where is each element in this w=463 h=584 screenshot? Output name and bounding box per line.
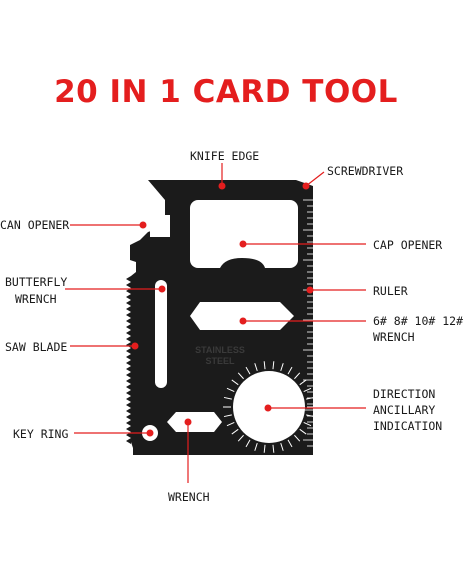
- dial-tick: [237, 434, 244, 442]
- dial-tick: [254, 363, 258, 372]
- dial-tick: [263, 361, 266, 370]
- dial-tick: [299, 428, 307, 435]
- dial-tick: [303, 387, 312, 393]
- callout-dot-screwdriver: [302, 182, 310, 190]
- dial-tick: [231, 428, 239, 435]
- label-hex-wrench-2: WRENCH: [373, 330, 415, 344]
- dial-tick: [223, 414, 232, 418]
- label-butterfly-wrench-2: WRENCH: [15, 292, 57, 306]
- label-ruler: RULER: [373, 284, 408, 298]
- can-opener-notch: [150, 215, 170, 237]
- dial-tick: [226, 387, 235, 393]
- label-can-opener: CAN OPENER: [0, 218, 70, 232]
- callout-dot-cap-opener: [239, 240, 247, 248]
- dial-tick: [272, 444, 275, 453]
- wrench-cutout: [167, 412, 222, 432]
- callout-dot-butterfly-wrench: [158, 285, 166, 293]
- ruler-ticks: [303, 199, 313, 447]
- page-title: 20 IN 1 CARD TOOL: [54, 74, 398, 110]
- dial-tick: [303, 421, 312, 427]
- callout-dot-saw-blade: [131, 342, 139, 350]
- label-hex-wrench-1: 6# 8# 10# 12#: [373, 314, 463, 328]
- label-direction-1: DIRECTION: [373, 387, 436, 401]
- dial-tick: [237, 372, 244, 380]
- callout-dot-hex-wrench: [239, 317, 247, 325]
- cap-opener-notch: [220, 258, 265, 268]
- label-saw-blade: SAW BLADE: [5, 340, 68, 354]
- label-butterfly-wrench-1: BUTTERFLY: [5, 275, 68, 289]
- dial-tick: [245, 366, 251, 375]
- dial-tick: [294, 372, 301, 380]
- saw-blade-teeth: [126, 276, 131, 444]
- dial-tick: [226, 421, 235, 427]
- callout-dot-knife-edge: [218, 182, 226, 190]
- card-text-stainless: STAINLESS: [195, 345, 245, 355]
- hex-wrench-cutout: [190, 302, 294, 330]
- card-tool-diagram: STAINLESS STEEL: [65, 163, 366, 483]
- dial-tick: [231, 379, 239, 386]
- dial-tick: [254, 442, 258, 451]
- dial-tick: [223, 396, 232, 400]
- dial-tick: [294, 434, 301, 442]
- dial-tick: [280, 442, 284, 451]
- dial-tick: [263, 444, 266, 453]
- card-tool: STAINLESS STEEL: [126, 180, 315, 455]
- butterfly-wrench-slot: [155, 280, 167, 388]
- callout-lines: [65, 163, 366, 483]
- label-direction-2: ANCILLARY: [373, 403, 436, 417]
- cap-opener-cutout: [190, 200, 298, 268]
- label-screwdriver: SCREWDRIVER: [327, 164, 404, 178]
- callout-dot-can-opener: [139, 221, 147, 229]
- callout-dot-ruler: [306, 286, 314, 294]
- label-key-ring: KEY RING: [13, 427, 69, 441]
- callout-dot-wrench: [184, 418, 192, 426]
- direction-dial-ticks: [223, 361, 315, 453]
- dial-tick: [287, 439, 293, 448]
- callout-dot-direction: [264, 404, 272, 412]
- card-text-steel: STEEL: [205, 356, 235, 366]
- label-cap-opener: CAP OPENER: [373, 238, 443, 252]
- dial-tick: [272, 361, 275, 370]
- dial-tick: [280, 363, 284, 372]
- label-wrench: WRENCH: [168, 490, 210, 504]
- dial-tick: [245, 439, 251, 448]
- dial-tick: [299, 379, 307, 386]
- label-knife-edge: KNIFE EDGE: [190, 149, 260, 163]
- label-direction-3: INDICATION: [373, 419, 443, 433]
- dial-tick: [287, 366, 293, 375]
- callout-line-screwdriver: [305, 171, 325, 187]
- callout-dot-key-ring: [146, 429, 154, 437]
